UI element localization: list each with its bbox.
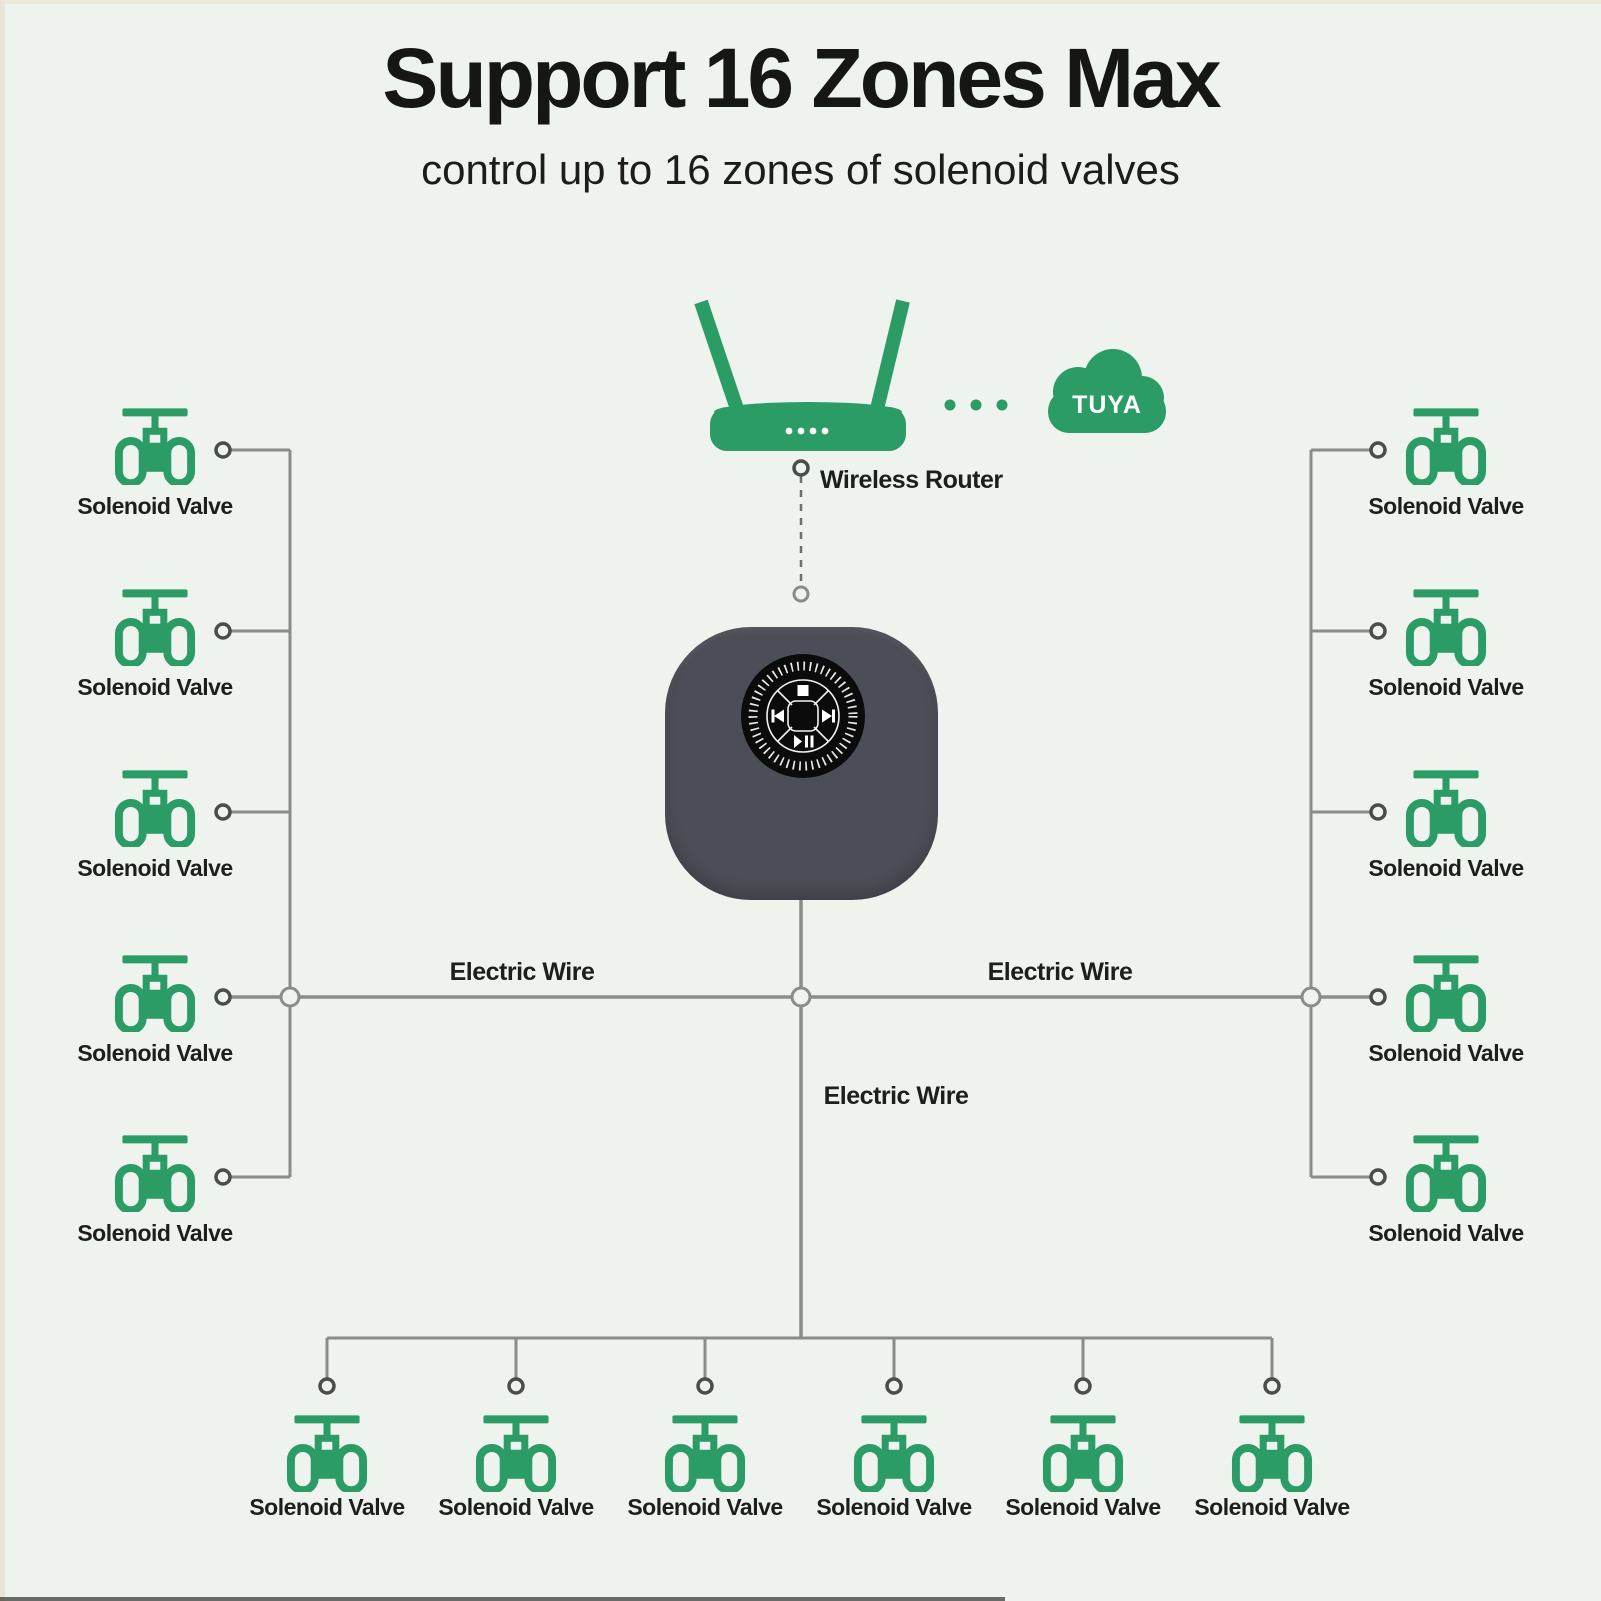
router-connector-node (792, 459, 810, 477)
electric-wire-label-bottom: Electric Wire (823, 1082, 969, 1110)
electric-wire-label-right: Electric Wire (987, 958, 1133, 986)
controller-uplink-node (792, 585, 810, 603)
solenoid-valve-icon (850, 1411, 938, 1492)
solenoid-valve-icon (111, 951, 199, 1032)
play-pause-icon (794, 735, 814, 748)
left-valve-node-5 (214, 1168, 232, 1186)
left-valve-node-3 (214, 803, 232, 821)
valve-label: Solenoid Valve (1005, 1494, 1161, 1520)
valve-label: Solenoid Valve (77, 1040, 233, 1066)
valve-label: Solenoid Valve (77, 1220, 233, 1246)
valve-label: Solenoid Valve (77, 493, 233, 519)
valve-label: Solenoid Valve (77, 855, 233, 881)
solenoid-valve-icon (472, 1411, 560, 1492)
controller-device (665, 627, 938, 900)
valve-label: Solenoid Valve (1368, 1040, 1524, 1066)
bottom-valve-node-4 (885, 1377, 903, 1395)
valve-label: Solenoid Valve (1368, 1220, 1524, 1246)
page-subtitle: control up to 16 zones of solenoid valve… (421, 146, 1180, 193)
tuya-cloud-label: TUYA (1072, 391, 1142, 419)
right-valve-node-5 (1369, 1168, 1387, 1186)
bottom-valve-node-3 (696, 1377, 714, 1395)
router-antenna-left (694, 299, 744, 412)
valve-label: Solenoid Valve (1368, 493, 1524, 519)
solenoid-valve-icon (1402, 1131, 1490, 1212)
electric-wire-label-left: Electric Wire (449, 958, 595, 986)
solenoid-valve-icon (111, 766, 199, 847)
tuya-cloud-icon: TUYA (1048, 349, 1166, 433)
solenoid-valve-icon (1402, 766, 1490, 847)
valve-label: Solenoid Valve (816, 1494, 972, 1520)
right-valve-node-3 (1369, 803, 1387, 821)
bottom-valve-node-6 (1263, 1377, 1281, 1395)
left-valve-node-1 (214, 441, 232, 459)
dial-markings-ring (748, 661, 858, 771)
left-valve-node-4 (214, 988, 232, 1006)
stop-icon (797, 685, 809, 696)
signal-dots-icon (944, 399, 1008, 411)
solenoid-valve-icon (1228, 1411, 1316, 1492)
solenoid-valve-icon (1039, 1411, 1127, 1492)
right-valve-node-4 (1369, 988, 1387, 1006)
valve-label: Solenoid Valve (627, 1494, 783, 1520)
page-title: Support 16 Zones Max (382, 31, 1221, 125)
left-valve-node-2 (214, 622, 232, 640)
skip-previous-icon (771, 709, 784, 723)
valve-label: Solenoid Valve (1368, 855, 1524, 881)
center-junction (790, 986, 812, 1008)
solenoid-valve-icon (111, 404, 199, 485)
skip-next-icon (822, 709, 835, 723)
wireless-router-icon (694, 299, 910, 451)
solenoid-valve-icon (1402, 404, 1490, 485)
right-valve-node-1 (1369, 441, 1387, 459)
controller-dial (741, 654, 865, 778)
bottom-valve-node-5 (1074, 1377, 1092, 1395)
router-antenna-right (870, 299, 910, 411)
valve-label: Solenoid Valve (1368, 674, 1524, 700)
bottom-valve-node-2 (507, 1377, 525, 1395)
router-leds (785, 427, 829, 435)
bottom-valve-node-1 (318, 1377, 336, 1395)
valve-label: Solenoid Valve (438, 1494, 594, 1520)
valve-label: Solenoid Valve (77, 674, 233, 700)
solenoid-valve-icon (1402, 951, 1490, 1032)
photo-bottom-edge (0, 1597, 1005, 1601)
right-valve-node-2 (1369, 622, 1387, 640)
solenoid-valve-icon (111, 585, 199, 666)
valve-label: Solenoid Valve (249, 1494, 405, 1520)
left-bus-junction (279, 986, 301, 1008)
solenoid-valve-icon (111, 1131, 199, 1212)
router-label: Wireless Router (820, 466, 1003, 494)
valve-label: Solenoid Valve (1194, 1494, 1350, 1520)
solenoid-valve-icon (283, 1411, 371, 1492)
solenoid-valve-icon (1402, 585, 1490, 666)
solenoid-valve-icon (661, 1411, 749, 1492)
right-bus-junction (1300, 986, 1322, 1008)
